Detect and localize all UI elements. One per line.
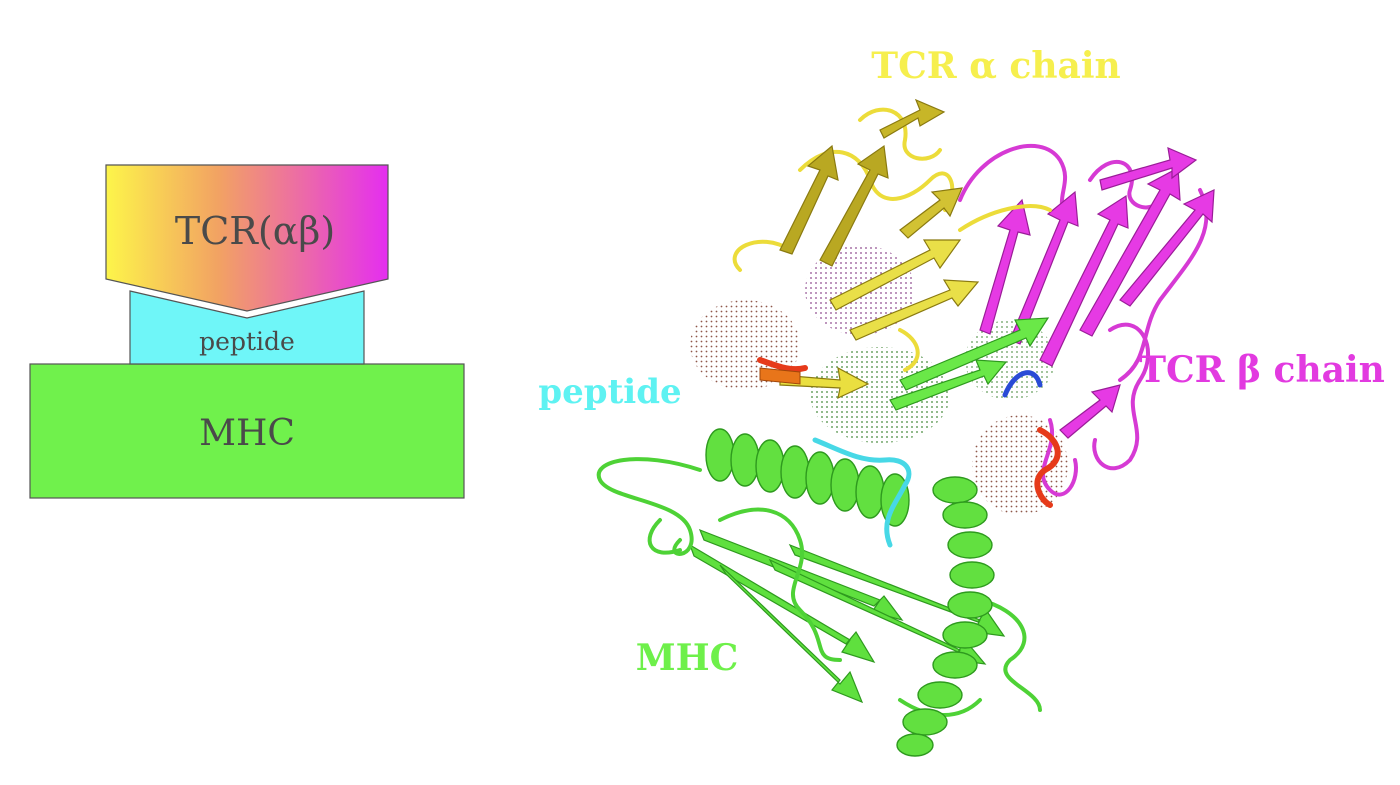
schematic-mhc-block: [29, 363, 465, 499]
tcr-beta-loops: [958, 143, 1209, 497]
protein-structure: [596, 98, 1215, 757]
cdr-blue: [1002, 370, 1043, 398]
schematic-tcr-label: TCR(αβ): [175, 209, 335, 253]
mhc-loops: [596, 457, 1042, 717]
schematic-peptide-block: [129, 290, 365, 365]
tcr-alpha-sheet: [779, 98, 980, 400]
tcr-alpha-label: TCR α chain: [871, 45, 1120, 87]
interface-green-strands: [889, 317, 1050, 411]
schematic-tcr-block: [105, 164, 389, 312]
schematic-peptide-label: peptide: [199, 327, 295, 356]
peptide-chain: [812, 437, 912, 548]
mhc-helix-2: [896, 476, 995, 757]
schematic: MHC peptide TCR(αβ): [29, 164, 465, 499]
mhc-beta-sheet: [688, 528, 1006, 704]
mhc-label: MHC: [636, 637, 739, 679]
cdr-orange: [759, 367, 801, 385]
schematic-mhc-label: MHC: [199, 413, 295, 454]
cdr-highlights: [757, 357, 1061, 508]
tcr-beta-label: TCR β chain: [1139, 349, 1385, 391]
tcr-alpha-loops: [732, 107, 1052, 372]
contact-surfaces: [690, 245, 1068, 515]
tcr-beta-sheet: [979, 147, 1215, 439]
peptide-label: peptide: [538, 372, 681, 412]
